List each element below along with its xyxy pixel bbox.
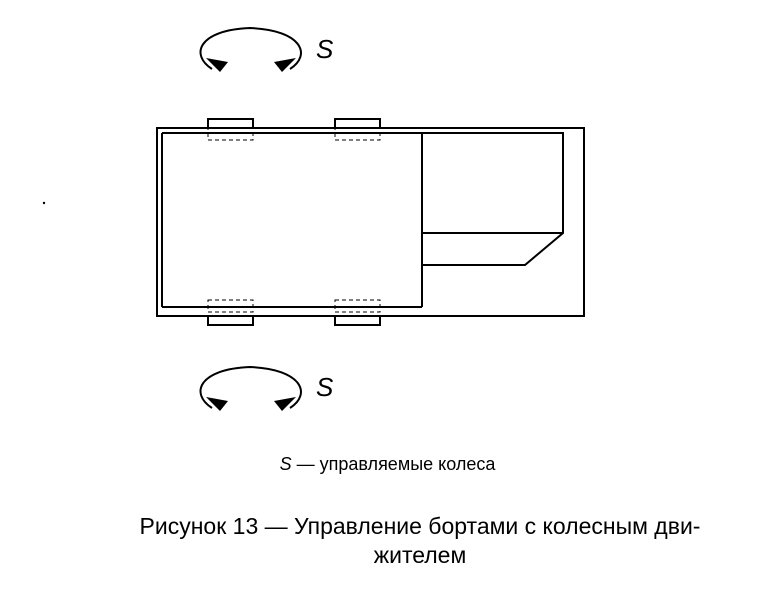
rotation-arrow-top <box>199 26 302 72</box>
caption-line-2: жителем <box>373 542 467 568</box>
steer-label-top: S <box>316 34 334 64</box>
caption-line-1: Рисунок 13 — Управление бортами с колесн… <box>139 513 701 539</box>
engine-compartment <box>422 132 564 266</box>
wheel-rear-right <box>334 299 381 326</box>
wheel-front-right <box>207 299 254 326</box>
legend-text: — управляемые колеса <box>291 454 496 474</box>
legend-symbol: S <box>279 454 292 474</box>
rotation-arrow-bottom <box>199 365 302 411</box>
legend: S — управляемые колеса <box>0 455 775 473</box>
wheel-rear-left <box>334 118 381 141</box>
stray-dot <box>42 201 46 205</box>
figure-caption: Рисунок 13 — Управление бортами с колесн… <box>110 512 730 570</box>
vehicle-body-outline <box>156 127 585 317</box>
steer-label-bottom: S <box>316 372 334 402</box>
wheel-front-left <box>207 118 254 141</box>
